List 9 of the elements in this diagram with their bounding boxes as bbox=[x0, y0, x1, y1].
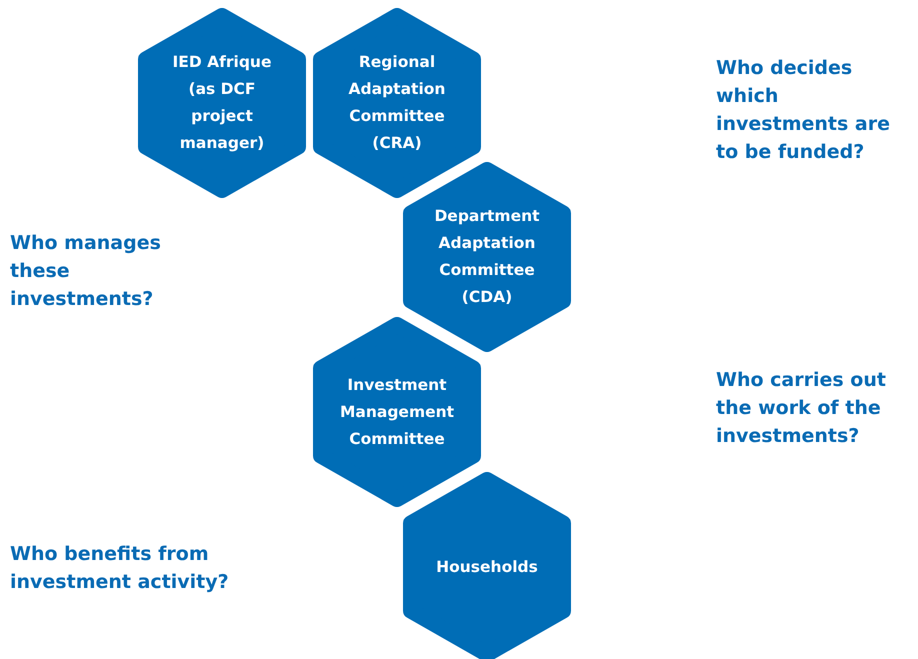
node-label: IED Afrique (as DCF project manager) bbox=[172, 52, 272, 154]
question-text: Who manages these investments? bbox=[10, 231, 162, 312]
question-text: Who decides which investments are to be funded? bbox=[716, 56, 891, 165]
node-label: Households bbox=[436, 556, 538, 578]
node-label: Regional Adaptation Committee (CRA) bbox=[348, 52, 446, 154]
question-text: Who carries out the work of the investments? bbox=[716, 368, 887, 449]
node-label: Department Adaptation Committee (CDA) bbox=[433, 206, 541, 308]
question-text: Who benefits from investment activity? bbox=[10, 542, 230, 595]
node-label: Investment Management Committee bbox=[338, 374, 456, 450]
